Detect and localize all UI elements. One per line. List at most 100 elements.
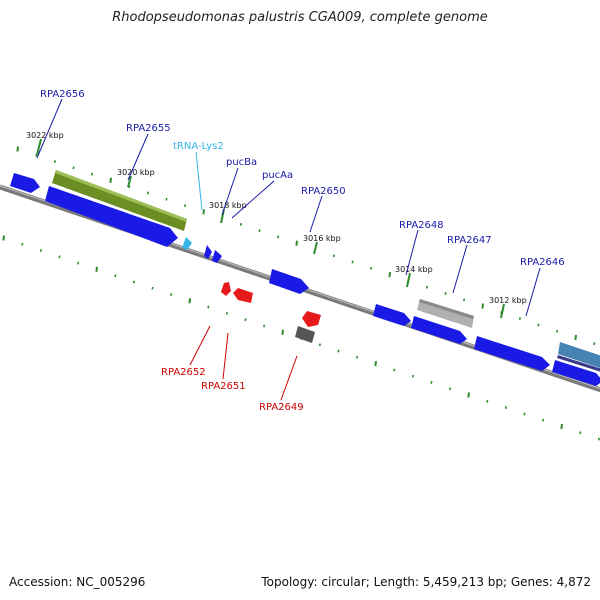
gene-pucaa[interactable] [212,250,222,263]
outer-tick-mark [109,177,112,184]
gene-rpa2651[interactable] [233,288,253,303]
inner-tick-mark [393,368,396,372]
inner-tick-mark [560,423,563,430]
label-rpa2652[interactable]: RPA2652 [161,367,206,378]
outer-tick-mark [16,146,19,152]
scale-label-3020: 3020 kbp [117,168,155,177]
grey-feature-bar[interactable] [417,299,474,328]
inner-tick-mark [411,374,414,378]
map-title: Rhodopseudomonas palustris CGA009, compl… [112,10,488,25]
scale-mark-3018: 3018 kbp [209,201,247,224]
inner-tick-mark [337,349,340,353]
inner-tick-mark [281,329,284,335]
gene-trna-lys2[interactable] [182,237,192,250]
scale-mark-3014: 3014 kbp [395,265,433,288]
outer-tick-mark [463,298,466,302]
label-leaders [36,98,541,401]
inner-tick-mark [542,418,545,422]
dark-feature-block[interactable] [295,326,315,343]
gene-rpa2649[interactable] [302,311,321,327]
label-rpa2647[interactable]: RPA2647 [447,235,492,246]
gene-rpa2647[interactable] [411,316,467,344]
inner-tick-mark [318,343,321,347]
label-rpa2646[interactable]: RPA2646 [520,257,565,268]
inner-tick-mark [132,280,135,284]
inner-tick-mark [523,412,526,416]
inner-tick-mark [225,311,228,315]
inner-tick-mark [467,392,470,398]
outer-tick-mark [425,285,428,289]
gene-labels: RPA2656 RPA2655 tRNA-Lys2 pucBa pucAa RP… [40,89,565,413]
gene-rpa2648[interactable] [373,304,411,326]
scale-label-3014: 3014 kbp [395,265,433,274]
label-rpa2651[interactable]: RPA2651 [201,381,246,392]
gene-rpa2656[interactable] [10,173,40,193]
gene-rpa2646[interactable] [474,336,550,371]
gene-pucba[interactable] [204,245,212,259]
outer-tick-mark [258,229,261,233]
inner-tick-mark [77,261,80,265]
label-rpa2650[interactable]: RPA2650 [301,186,346,197]
label-rpa2649[interactable]: RPA2649 [259,402,304,413]
olive-feature-highlight [55,170,187,222]
inner-tick-track [2,235,600,441]
inner-tick-mark [21,242,24,246]
outer-tick-mark [53,160,56,163]
scale-mark-3012: 3012 kbp [489,296,527,319]
outer-tick-mark [518,317,521,321]
outer-tick-mark [593,342,596,346]
scale-mark-3016: 3016 kbp [303,234,341,255]
outer-tick-mark [444,292,447,295]
outer-tick-mark [128,185,131,189]
accession-text: Accession: NC_005296 [9,575,146,589]
steel-feature-lower [557,355,600,372]
outer-tick-mark [91,172,94,176]
inner-tick-mark [170,293,173,296]
gene-rpa2655[interactable] [45,186,178,247]
inner-tick-mark [188,298,191,304]
outer-tick-mark [388,272,391,278]
scale-label-3022: 3022 kbp [26,131,64,140]
inner-tick-mark [244,318,247,322]
outer-tick-mark [556,329,559,333]
outer-tick-mark [295,240,298,246]
label-trna-lys2[interactable]: tRNA-Lys2 [173,141,224,152]
inner-tick-mark [597,437,600,441]
inner-tick-mark [579,431,582,435]
inner-tick-mark [374,361,377,367]
inner-tick-mark [151,286,154,290]
inner-tick-mark [504,406,507,410]
inner-tick-mark [95,266,98,273]
olive-feature-bar[interactable] [52,170,187,231]
inner-tick-mark [2,235,5,241]
inner-tick-mark [356,355,359,359]
outer-tick-mark [537,323,540,327]
gene-rpa2645-partial[interactable] [552,360,600,386]
scale-label-3016: 3016 kbp [303,234,341,243]
inner-tick-mark [207,305,210,309]
inner-tick-mark [449,387,452,391]
outer-tick-mark [370,266,373,270]
gene-rpa2650[interactable] [269,269,309,294]
label-pucaa[interactable]: pucAa [262,170,293,181]
inner-tick-mark [58,255,61,259]
label-rpa2656[interactable]: RPA2656 [40,89,85,100]
grey-feature-highlight [419,299,474,319]
outer-tick-mark [277,235,280,239]
scale-mark-3020: 3020 kbp [117,168,155,188]
label-rpa2648[interactable]: RPA2648 [399,220,444,231]
outer-tick-mark [202,209,205,215]
steel-feature-bar[interactable] [558,342,600,368]
outer-tick-mark [184,204,187,207]
label-rpa2655[interactable]: RPA2655 [126,123,171,134]
label-pucba[interactable]: pucBa [226,157,257,168]
outer-tick-mark [239,222,242,226]
outer-tick-mark [574,334,577,341]
gene-rpa2652[interactable] [221,282,231,296]
outer-tick-mark [165,197,168,201]
inner-tick-mark [486,399,489,403]
inner-tick-mark [39,249,42,252]
inner-tick-mark [430,381,433,384]
